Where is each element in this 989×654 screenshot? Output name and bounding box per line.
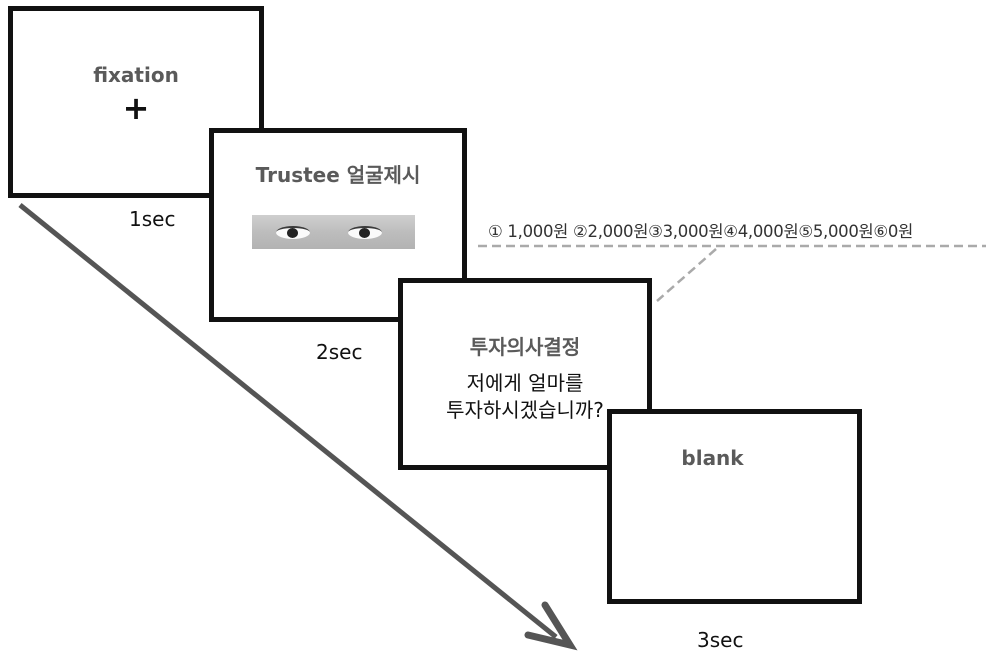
options-connector-line [656, 248, 717, 302]
fixation-duration: 1sec [129, 207, 176, 231]
blank-frame: blank [607, 409, 862, 604]
timeline-arrow-shaft [18, 203, 558, 639]
timeline-arrow-head [524, 601, 578, 651]
decision-title: 투자의사결정 [469, 335, 581, 359]
right-eye-icon [348, 226, 382, 239]
investment-options: ① 1,000원 ②2,000원③3,000원④4,000원⑤5,000원⑥0원 [488, 222, 914, 241]
blank-title: blank [681, 446, 744, 470]
decision-question-line1: 저에게 얼마를 [466, 371, 584, 395]
fixation-cross: + [122, 89, 150, 127]
face-title: Trustee 얼굴제시 [255, 163, 421, 187]
face-duration: 2sec [316, 340, 363, 364]
left-eye-icon [276, 226, 310, 239]
eyes-photo [252, 215, 415, 249]
decision-frame: 투자의사결정 저에게 얼마를 투자하시겠습니까? [398, 278, 652, 470]
decision-question-line2: 투자하시겠습니까? [446, 398, 604, 422]
fixation-title: fixation [93, 63, 179, 87]
blank-duration: 3sec [697, 628, 744, 652]
